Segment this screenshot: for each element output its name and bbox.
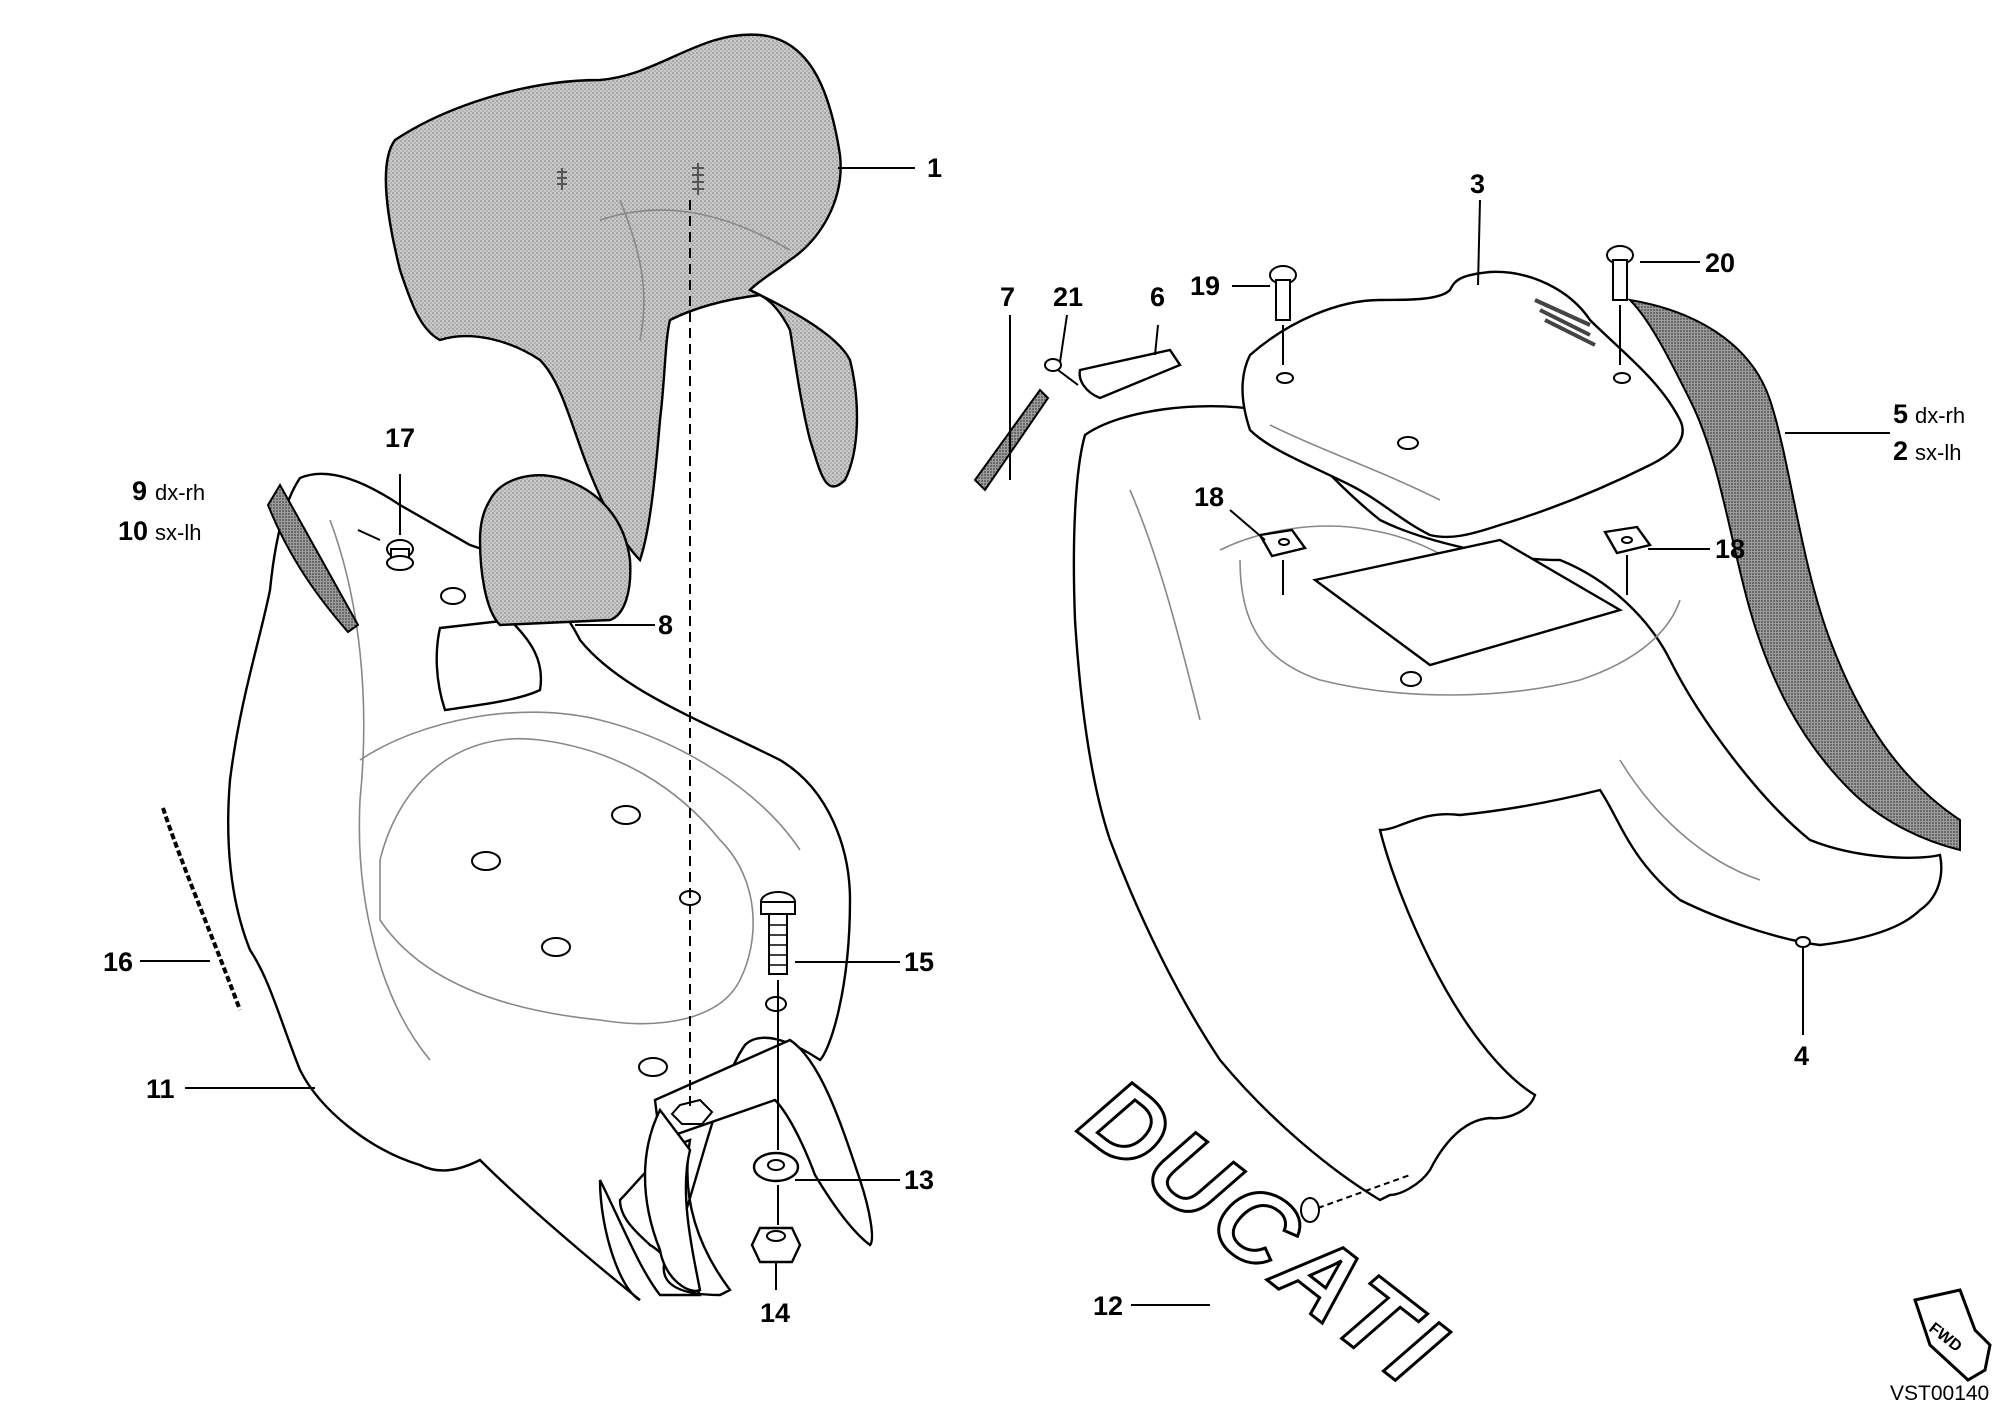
- callout-2-side: sx-lh: [1915, 440, 1961, 465]
- part-4-tail-body: [1072, 405, 1943, 1202]
- callout-2: 2: [1893, 436, 1908, 466]
- part-9-10-side-pad: [266, 483, 360, 634]
- callout-17: 17: [385, 423, 415, 453]
- callout-9-side: dx-rh: [155, 480, 205, 505]
- drawing-code: VST00140: [1890, 1382, 1989, 1405]
- part-16-strip: [161, 807, 242, 1011]
- callout-7: 7: [1000, 282, 1015, 312]
- seat-base-rear-bracket: [643, 996, 874, 1293]
- callout-18-right: 18: [1715, 534, 1745, 564]
- callout-9: 9: [132, 476, 147, 506]
- part-13-washer: [752, 1151, 800, 1183]
- callout-12: 12: [1093, 1291, 1123, 1321]
- part-20-screw: [1606, 245, 1634, 365]
- tail-lower-fastener: [1300, 1174, 1411, 1223]
- part-7-strip: [973, 388, 1050, 492]
- callout-14: 14: [760, 1298, 790, 1328]
- callout-4: 4: [1794, 1041, 1809, 1071]
- part-5-2-side-panel: [1627, 298, 1961, 852]
- callout-13: 13: [904, 1165, 934, 1195]
- callout-6: 6: [1150, 282, 1165, 312]
- callout-20: 20: [1705, 248, 1735, 278]
- callout-15: 15: [904, 947, 934, 977]
- callout-5-side: dx-rh: [1915, 403, 1965, 428]
- part-18-clip-nut-right: [1603, 525, 1653, 595]
- callout-16: 16: [103, 947, 133, 977]
- part-1-seat: [384, 33, 859, 563]
- callout-3: 3: [1470, 169, 1485, 199]
- part-19-screw: [1269, 265, 1297, 365]
- callout-10: 10: [118, 516, 148, 546]
- part-15-screw: [760, 891, 796, 975]
- leader-lines: [140, 167, 1890, 1306]
- assembly-lines-left: [689, 200, 779, 1225]
- callout-21: 21: [1053, 282, 1083, 312]
- part-18-clip-nut-left: [1258, 528, 1308, 595]
- part-3-top-cover: [1241, 270, 1684, 539]
- callout-5: 5: [1893, 399, 1908, 429]
- part-17-grommet: [386, 539, 414, 571]
- callout-18-left: 18: [1194, 482, 1224, 512]
- callout-10-side: sx-lh: [155, 520, 201, 545]
- fwd-arrow-icon: FWD: [1913, 1288, 1992, 1382]
- callout-8: 8: [658, 610, 673, 640]
- part-14-nut: [750, 1226, 802, 1264]
- callout-1: 1: [927, 153, 942, 183]
- callout-19: 19: [1190, 271, 1220, 301]
- callout-labels: 1 17 9 dx-rh 10 sx-lh 8 16 15 11 13 14 7…: [103, 153, 1965, 1328]
- callout-11: 11: [146, 1074, 175, 1104]
- part-21-screw: [1044, 358, 1079, 386]
- part-6-small-pad: [1078, 348, 1182, 400]
- part-8-rear-pad: [478, 474, 632, 627]
